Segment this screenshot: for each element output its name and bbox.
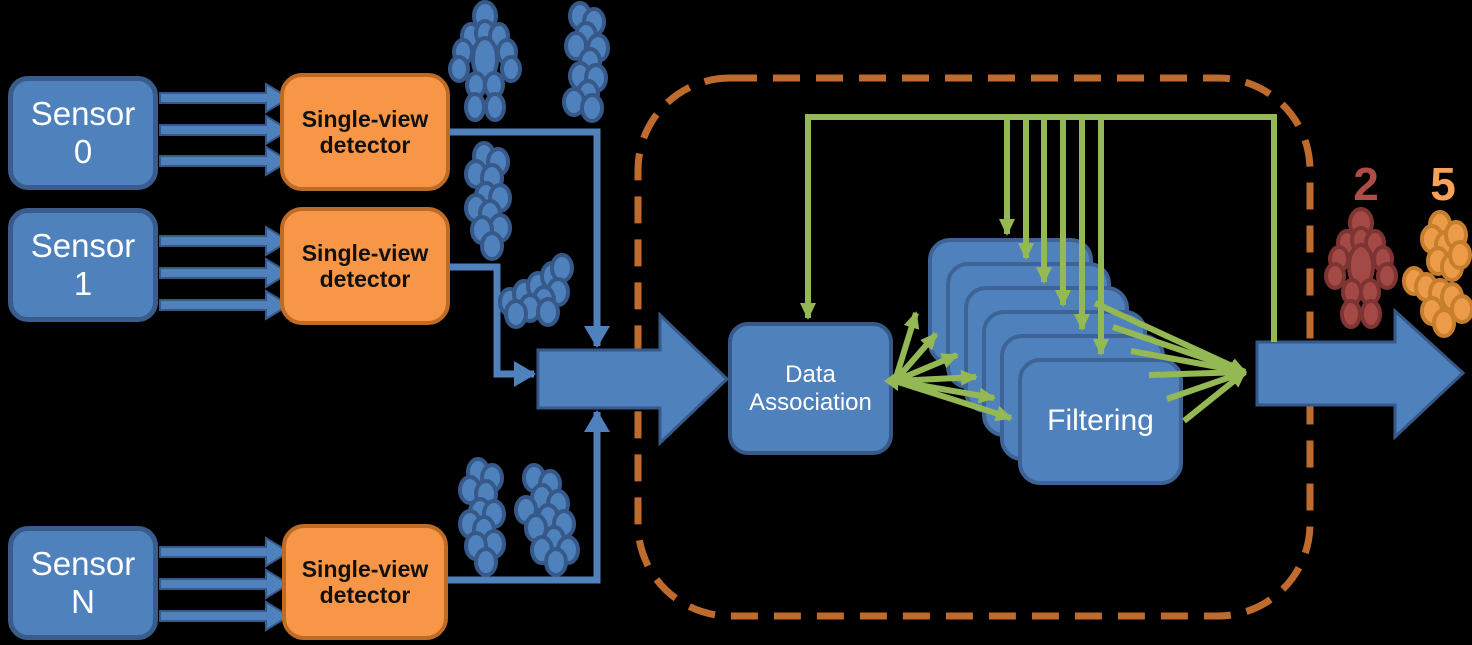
- sensor0-arrow-2: [159, 114, 291, 146]
- point-detections-icon: [464, 141, 512, 261]
- sensor-0-label-line2: 0: [73, 133, 93, 170]
- sensor1-arrow-2: [159, 257, 291, 289]
- person-detections-icon: [448, 0, 522, 122]
- sensor-0-label-line1: Sensor: [30, 95, 136, 133]
- sensor1-to-detector-arrows: [159, 225, 291, 321]
- point-detections-icon: [562, 1, 610, 123]
- detector1-route-line: [449, 128, 610, 348]
- detector-3-label-line2: detector: [319, 582, 411, 608]
- sensor-N-label-line2: N: [71, 583, 95, 620]
- sensorN-arrow-1: [159, 536, 291, 568]
- fusion-module-dashed-boundary: [634, 74, 1314, 620]
- single-view-detector-3-box: Single-view detector: [282, 524, 448, 640]
- sensor-N-box: Sensor N: [8, 526, 158, 640]
- sensorN-to-detector-arrows: [159, 536, 291, 632]
- detector2-route-line: [449, 263, 536, 387]
- sensor-1-label-line2: 1: [73, 265, 93, 302]
- red-track-count: 2: [1353, 158, 1379, 210]
- detector-1-label-line1: Single-view: [301, 105, 429, 132]
- merged-detections-input-arrow: [536, 311, 730, 447]
- data-association-label-line1: Data: [785, 360, 836, 388]
- data-association-box: Data Association: [728, 322, 893, 455]
- tracks-output-arrow: [1255, 307, 1466, 441]
- single-view-detector-2-box: Single-view detector: [280, 207, 450, 325]
- point-detections-icon: [458, 457, 506, 577]
- tracked-person-red-icon: [1324, 207, 1398, 329]
- detector-2-label-line1: Single-view: [301, 239, 429, 266]
- sensor1-arrow-1: [159, 225, 291, 257]
- detection-routes: [448, 128, 610, 584]
- sensor1-arrow-3: [159, 289, 291, 321]
- sensorN-arrow-3: [159, 600, 291, 632]
- sensor-1-label-line1: Sensor: [30, 227, 136, 265]
- detector-1-label-line2: detector: [319, 132, 411, 158]
- orange-track-count: 5: [1430, 158, 1456, 210]
- detector-2-label-line2: detector: [319, 266, 411, 292]
- sensor0-arrow-3: [159, 145, 291, 177]
- data-association-label-line2: Association: [749, 388, 872, 416]
- sensor-0-box: Sensor 0: [8, 76, 158, 190]
- sensor0-arrow-1: [159, 82, 291, 114]
- point-detections-icon: [514, 463, 580, 577]
- filtering-front-box: Filtering: [1018, 358, 1183, 485]
- sensor-1-box: Sensor 1: [8, 208, 158, 322]
- filtering-label: Filtering: [1047, 404, 1154, 438]
- single-view-detector-1-box: Single-view detector: [280, 73, 450, 191]
- tracked-points-orange-icon: [1402, 210, 1472, 338]
- point-detections-icon: [498, 253, 574, 329]
- sensor-N-label-line1: Sensor: [30, 545, 136, 583]
- sensorN-arrow-2: [159, 568, 291, 600]
- detector-3-label-line1: Single-view: [301, 555, 429, 582]
- detector3-route-line: [448, 410, 610, 584]
- sensor0-to-detector-arrows: [159, 82, 291, 177]
